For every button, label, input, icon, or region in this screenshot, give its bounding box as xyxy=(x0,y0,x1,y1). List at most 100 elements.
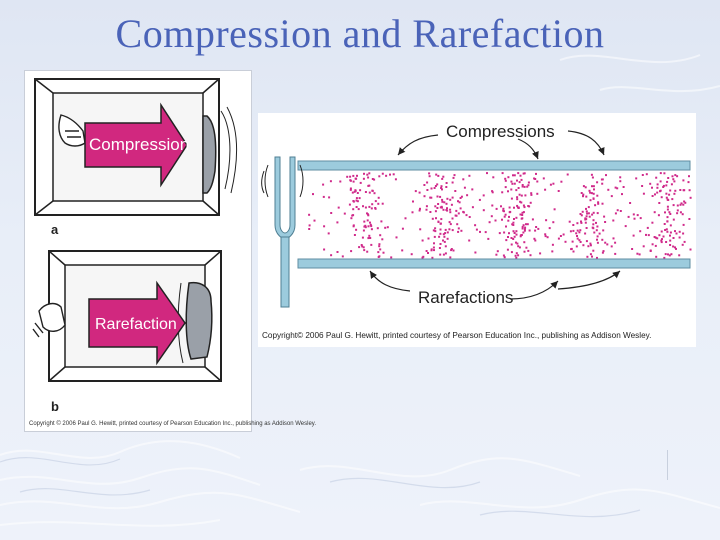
air-particle xyxy=(379,248,381,250)
air-particle xyxy=(519,246,521,248)
air-particle xyxy=(350,217,352,219)
air-particle xyxy=(573,251,575,253)
air-particle xyxy=(607,189,609,191)
air-particle xyxy=(648,234,650,236)
air-particle xyxy=(592,250,594,252)
air-particle xyxy=(485,231,487,233)
air-particle xyxy=(342,255,344,257)
air-particle xyxy=(614,253,616,255)
air-particle xyxy=(356,206,358,208)
air-particle xyxy=(437,203,439,205)
air-particle xyxy=(680,211,682,213)
air-particle xyxy=(604,242,606,244)
air-particle xyxy=(353,201,355,203)
air-particle xyxy=(613,237,615,239)
air-particle xyxy=(663,236,665,238)
air-particle xyxy=(667,253,669,255)
air-particle xyxy=(395,178,397,180)
air-particle xyxy=(368,172,370,174)
air-particle xyxy=(530,194,532,196)
air-particle xyxy=(446,207,448,209)
air-particle xyxy=(658,202,660,204)
air-particle xyxy=(592,223,594,225)
air-particle xyxy=(690,197,692,199)
air-particle xyxy=(552,183,554,185)
air-particle xyxy=(486,172,488,174)
air-particle xyxy=(462,178,464,180)
air-particle xyxy=(667,206,669,208)
air-particle xyxy=(513,218,515,220)
air-particle xyxy=(350,250,352,252)
air-particle xyxy=(593,185,595,187)
air-particle xyxy=(586,210,588,212)
air-particle xyxy=(523,241,525,243)
air-particle xyxy=(378,256,380,258)
air-particle xyxy=(577,230,579,232)
air-particle xyxy=(664,223,666,225)
air-particle xyxy=(656,237,658,239)
air-particle xyxy=(532,218,534,220)
air-particle xyxy=(352,175,354,177)
air-particle xyxy=(405,217,407,219)
air-particle xyxy=(672,175,674,177)
air-particle xyxy=(667,199,669,201)
air-particle xyxy=(363,178,365,180)
air-particle xyxy=(552,244,554,246)
air-particle xyxy=(479,231,481,233)
air-particle xyxy=(444,241,446,243)
air-particle xyxy=(436,183,438,185)
air-particle xyxy=(682,179,684,181)
air-particle xyxy=(441,199,443,201)
air-particle xyxy=(572,224,574,226)
air-particle xyxy=(507,220,509,222)
air-particle xyxy=(511,198,513,200)
air-particle xyxy=(476,229,478,231)
air-particle xyxy=(435,210,437,212)
air-particle xyxy=(455,210,457,212)
air-particle xyxy=(665,241,667,243)
air-particle xyxy=(444,232,446,234)
air-particle xyxy=(323,225,325,227)
air-particle xyxy=(513,230,515,232)
air-particle xyxy=(654,236,656,238)
air-particles xyxy=(308,172,691,259)
air-particle xyxy=(514,174,516,176)
air-particle xyxy=(377,203,379,205)
rarefactions-arrow-3 xyxy=(558,271,620,289)
air-particle xyxy=(522,212,524,214)
air-particle xyxy=(654,193,656,195)
air-particle xyxy=(522,228,524,230)
air-particle xyxy=(501,219,503,221)
air-particle xyxy=(441,188,443,190)
air-particle xyxy=(479,199,481,201)
air-particle xyxy=(586,213,588,215)
air-particle xyxy=(446,203,448,205)
air-particle xyxy=(355,178,357,180)
air-particle xyxy=(521,195,523,197)
air-particle xyxy=(502,172,504,174)
air-particle xyxy=(514,232,516,234)
air-particle xyxy=(669,190,671,192)
air-particle xyxy=(433,229,435,231)
air-particle xyxy=(631,248,633,250)
air-particle xyxy=(452,197,454,199)
air-particle xyxy=(677,209,679,211)
rarefactions-arrow-1 xyxy=(370,271,410,291)
air-particle xyxy=(440,223,442,225)
air-particle xyxy=(449,199,451,201)
air-particle xyxy=(602,229,604,231)
air-particle xyxy=(377,227,379,229)
air-particle xyxy=(459,201,461,203)
air-particle xyxy=(412,201,414,203)
air-particle xyxy=(415,190,417,192)
air-particle xyxy=(372,178,374,180)
air-particle xyxy=(328,196,330,198)
air-particle xyxy=(597,235,599,237)
air-particle xyxy=(457,231,459,233)
air-particle xyxy=(516,243,518,245)
air-particle xyxy=(422,240,424,242)
air-particle xyxy=(434,227,436,229)
air-particle xyxy=(337,251,339,253)
air-particle xyxy=(554,208,556,210)
air-particle xyxy=(625,225,627,227)
